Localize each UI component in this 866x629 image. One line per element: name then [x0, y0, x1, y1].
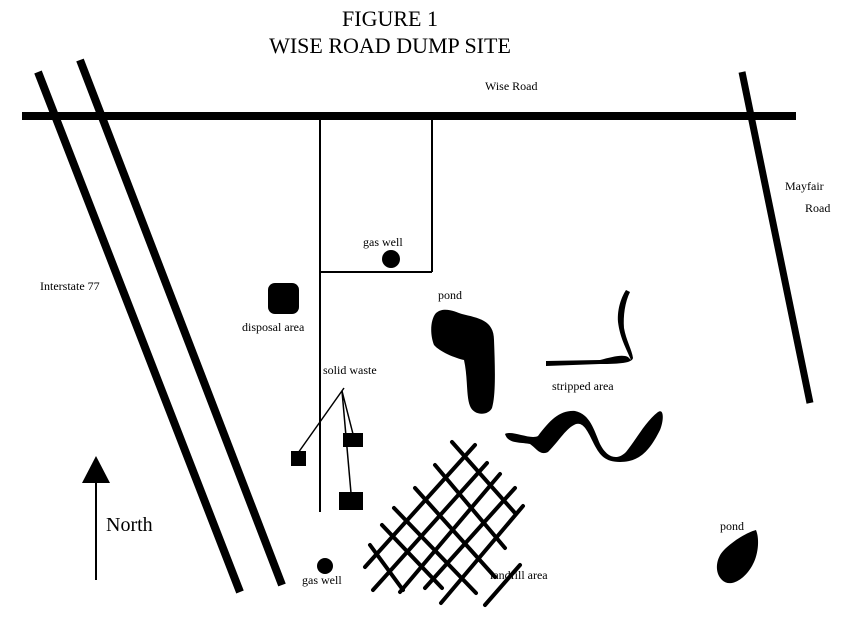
- pond-east-label: pond: [720, 519, 744, 533]
- disposal-area-marker: [268, 283, 299, 314]
- stripped-area-trench: [505, 410, 663, 462]
- solid-waste-marker: [291, 451, 306, 466]
- figure-number: FIGURE 1: [342, 6, 438, 31]
- mayfair-road: [738, 71, 814, 404]
- gas-well-north-marker: [382, 250, 400, 268]
- solid-waste-marker: [339, 492, 363, 510]
- interstate-label: Interstate 77: [40, 279, 100, 293]
- gas-well-south-label: gas well: [302, 573, 342, 587]
- pond-east: [716, 530, 759, 584]
- stripped-area: [546, 290, 633, 366]
- interstate-77-lane-west: [34, 70, 244, 594]
- north-label: North: [106, 514, 153, 536]
- pond-central: [431, 309, 495, 414]
- solid-waste-label: solid waste: [323, 363, 377, 377]
- gas-well-south-marker: [317, 558, 333, 574]
- landfill-area-label: landfill area: [490, 568, 548, 582]
- property-boundary: [319, 120, 433, 512]
- gas-well-north-label: gas well: [363, 235, 403, 249]
- interstate-77-lane-east: [76, 58, 286, 587]
- solid-waste-marker: [343, 433, 363, 447]
- figure-title: WISE ROAD DUMP SITE: [269, 33, 511, 58]
- stripped-area-label: stripped area: [552, 379, 614, 393]
- landfill-area-grid: [363, 440, 525, 607]
- disposal-area-label: disposal area: [242, 320, 305, 334]
- mayfair-road-label: Road: [805, 201, 830, 215]
- wise-road-label: Wise Road: [485, 79, 538, 93]
- mayfair-label: Mayfair: [785, 179, 824, 193]
- north-arrow-icon: [82, 456, 110, 580]
- pond-central-label: pond: [438, 288, 462, 302]
